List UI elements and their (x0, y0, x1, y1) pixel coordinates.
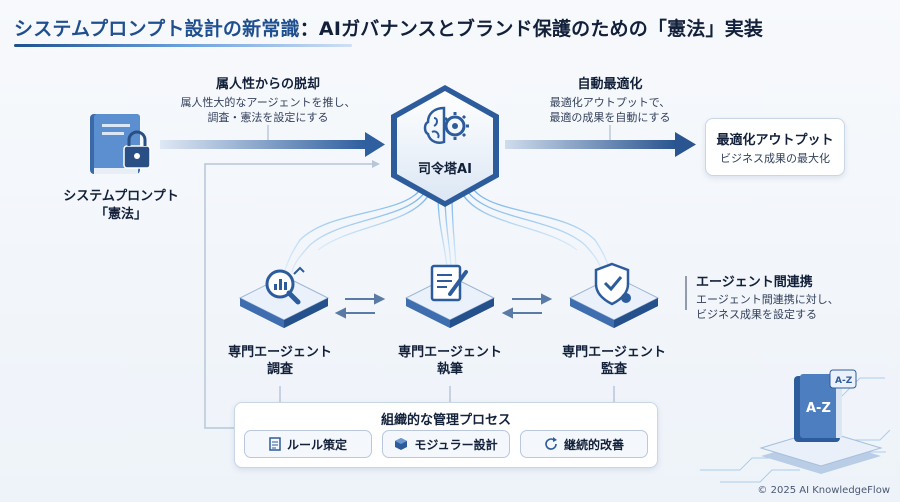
left-node-label: システムプロンプト 「憲法」 (56, 188, 186, 224)
process-item-rules-label: ルール策定 (286, 437, 347, 452)
book-badge: A-Z (806, 401, 831, 416)
arrow-hub-to-output (505, 132, 696, 157)
agent-research-line1: 専門エージェント (228, 345, 332, 360)
step-detach-line1: 属人性大的なアージェントを推し、 (180, 96, 356, 109)
step-optimize: 自動最適化 最適化アウトプットで、 最適の成果を自動にする (505, 73, 715, 125)
left-node-line1: システムプロンプト (63, 189, 179, 204)
process-item-improve: 継続的改善 (520, 430, 648, 458)
process-item-improve-label: 継続的改善 (563, 437, 624, 452)
hub-node (386, 82, 504, 210)
title-underline (14, 44, 352, 47)
checklist-icon (269, 437, 281, 451)
agent-research-label: 専門エージェント 調査 (220, 344, 340, 378)
step-optimize-line1: 最適化アウトプットで、 (549, 96, 671, 109)
step-optimize-title: 自動最適化 (577, 77, 643, 92)
agent-writing-line2: 執筆 (436, 362, 463, 377)
process-item-modular: モジュラー設計 (382, 430, 510, 458)
step-detach-line2: 調査・憲法を設定にする (207, 111, 329, 124)
agent-arrows (334, 293, 553, 319)
shield-check-icon (594, 262, 631, 306)
agent-audit-label: 専門エージェント 監査 (554, 344, 674, 378)
step-optimize-line2: 最適の成果を自動にする (549, 111, 671, 124)
process-item-modular-label: モジュラー設計 (414, 437, 498, 452)
agent-coop-line2: ビジネス成果を設定する (696, 308, 817, 321)
output-subtitle: ビジネス成果の最大化 (720, 152, 830, 165)
book-badge-small: A-Z (835, 376, 853, 386)
constitution-book-icon (84, 110, 156, 180)
process-item-rules: ルール策定 (244, 430, 372, 458)
document-pen-icon (430, 264, 468, 302)
agent-writing-label: 専門エージェント 執筆 (390, 344, 510, 378)
title-highlight: システムプロンプト設計の新常識 (14, 18, 300, 40)
agent-coop-title: エージェント間連携 (696, 275, 813, 290)
agent-writing-tile (404, 264, 496, 328)
agent-audit-line1: 専門エージェント (562, 345, 666, 360)
left-node-line2: 「憲法」 (94, 207, 147, 222)
brain-gear-icon (420, 104, 470, 148)
agent-coop: エージェント間連携 エージェント間連携に対し、 ビジネス成果を設定する (696, 271, 886, 322)
arrow-left-to-hub (160, 132, 385, 157)
hub-label: 司令塔AI (418, 162, 472, 177)
agent-writing-line1: 専門エージェント (398, 345, 502, 360)
output-box: 最適化アウトプット ビジネス成果の最大化 (705, 118, 845, 176)
agent-coop-line1: エージェント間連携に対し、 (696, 293, 839, 306)
magnifier-chart-icon (265, 266, 305, 305)
copyright: © 2025 AI KnowledgeFlow (757, 485, 890, 496)
process-title: 組織的な管理プロセス (380, 413, 511, 428)
page-title: システムプロンプト設計の新常識：AIガバナンスとブランド保護のための「憲法」実装 (14, 14, 763, 41)
cube-icon (394, 437, 408, 451)
agent-research-line2: 調査 (266, 362, 293, 377)
agent-research-tile (238, 266, 330, 328)
agent-audit-line2: 監査 (600, 362, 627, 377)
step-detach: 属人性からの脱却 属人性大的なアージェントを推し、 調査・憲法を設定にする (158, 73, 378, 125)
output-title: 最適化アウトプット (716, 133, 834, 148)
dictionary-book-icon: A-Z A-Z (759, 369, 883, 474)
title-rest: ：AIガバナンスとブランド保護のための「憲法」実装 (299, 18, 764, 40)
agent-audit-tile (568, 262, 660, 328)
step-detach-title: 属人性からの脱却 (215, 77, 320, 92)
refresh-icon (544, 437, 558, 451)
